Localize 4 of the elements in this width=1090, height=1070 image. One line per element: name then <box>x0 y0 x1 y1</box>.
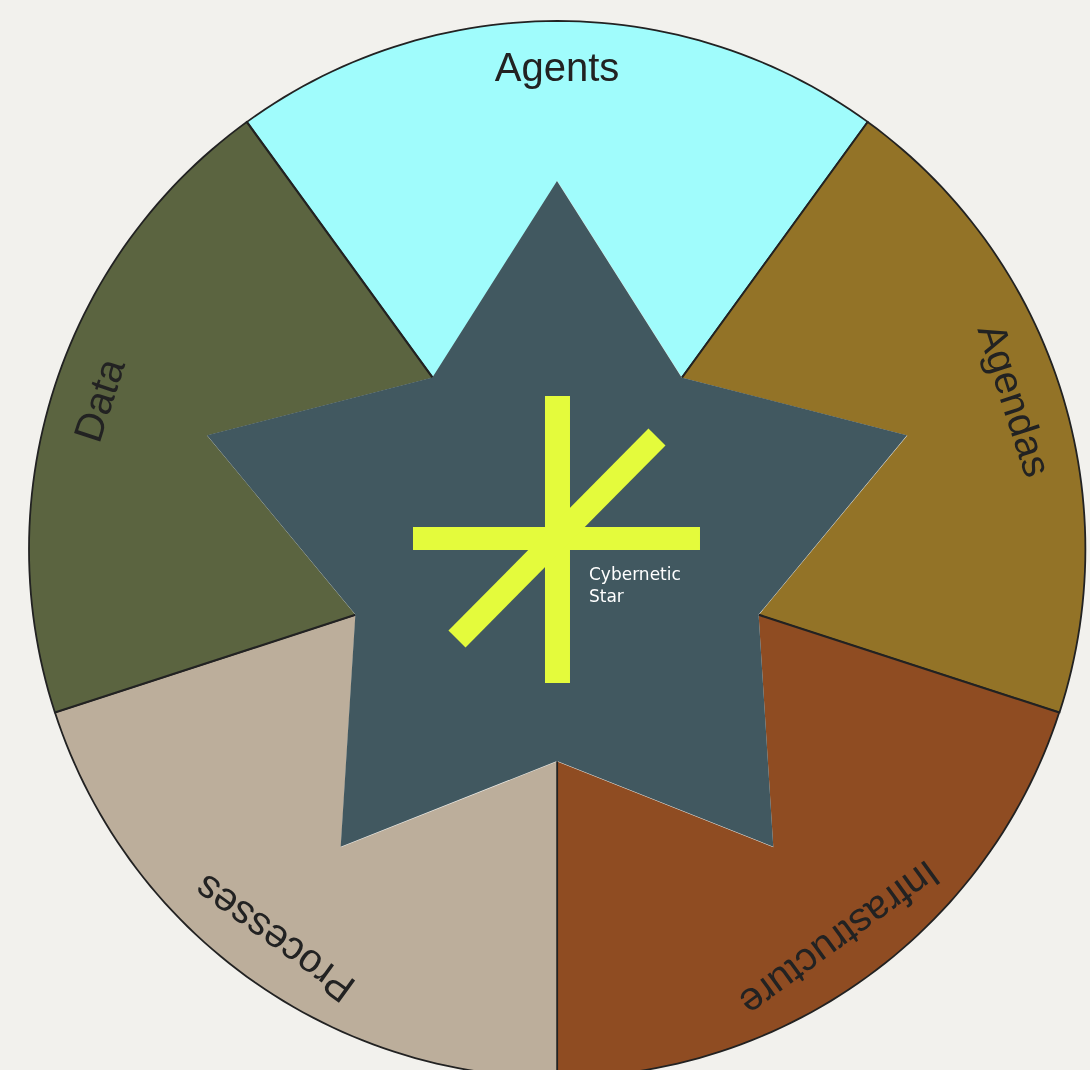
star-label: Cybernetic Star <box>589 563 682 608</box>
segment-label: Agendas <box>972 318 1059 482</box>
segment-label: Agents <box>494 47 620 87</box>
segment-label: Data <box>66 353 131 447</box>
